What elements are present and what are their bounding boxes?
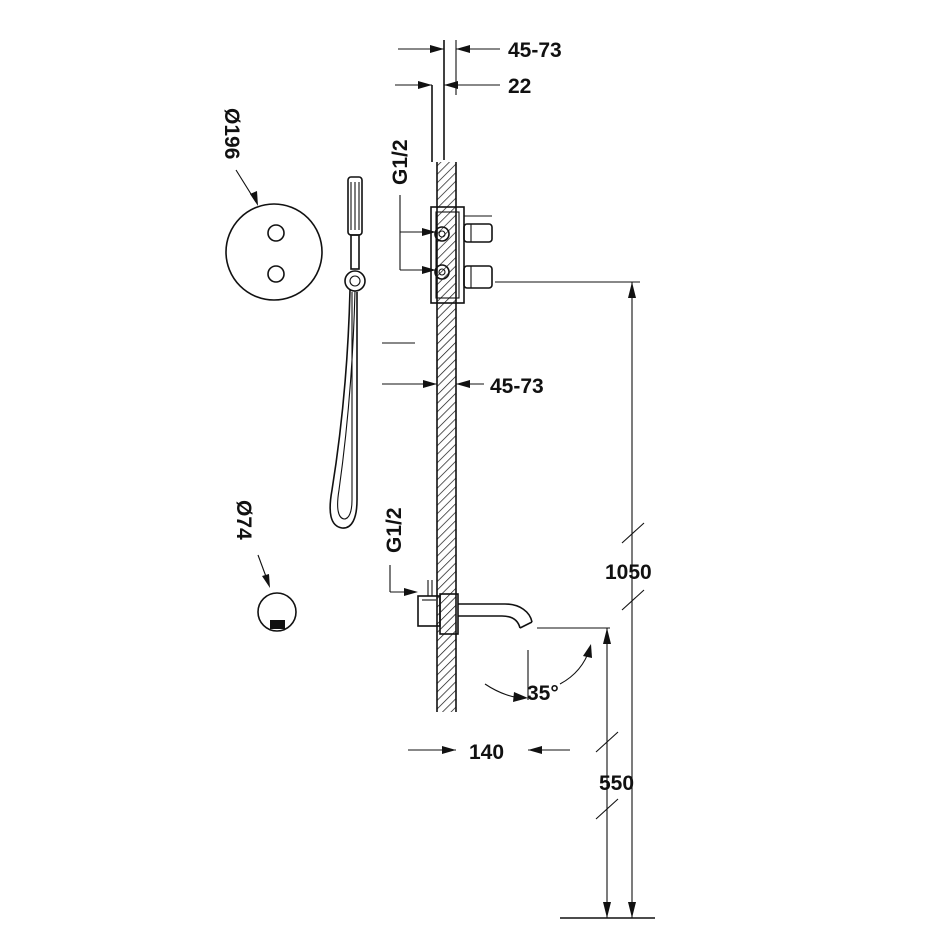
label-spout-angle: 35° [527,682,559,705]
dimension-top-width: 45-73 [398,39,562,62]
label-height-spout: 550 [599,772,634,795]
dimension-spout-projection: 140 [408,741,570,764]
label-spout-projection: 140 [469,741,504,764]
thread-upper-callout: G1/2 [389,139,436,274]
hand-shower [344,176,366,292]
label-thread-upper: G1/2 [389,139,412,185]
shower-hose [329,289,358,529]
upper-valve-body [430,206,493,304]
wall-section [431,40,457,712]
label-thread-lower: G1/2 [383,507,406,553]
spout-angle: 35° [484,627,610,705]
label-handle-plate-diameter: Ø196 [220,108,243,159]
dimension-height-outlet: 1050 [495,281,652,918]
spout-plate [257,592,297,632]
label-spout-plate-diameter: Ø74 [232,500,255,540]
label-top-width: 45-73 [508,39,562,62]
label-top-offset: 22 [508,75,531,98]
dimension-top-offset: 22 [395,75,531,98]
handle-plate [225,203,323,301]
thread-lower-callout: G1/2 [383,507,418,596]
spout-assembly [417,580,533,635]
dimension-height-spout: 550 [560,628,655,919]
dimension-mid-depth: 45-73 [382,342,544,398]
handle-plate-diameter-callout: Ø196 [220,108,258,206]
label-mid-depth: 45-73 [490,375,544,398]
label-height-outlet: 1050 [605,561,652,584]
spout-plate-diameter-callout: Ø74 [232,500,270,588]
